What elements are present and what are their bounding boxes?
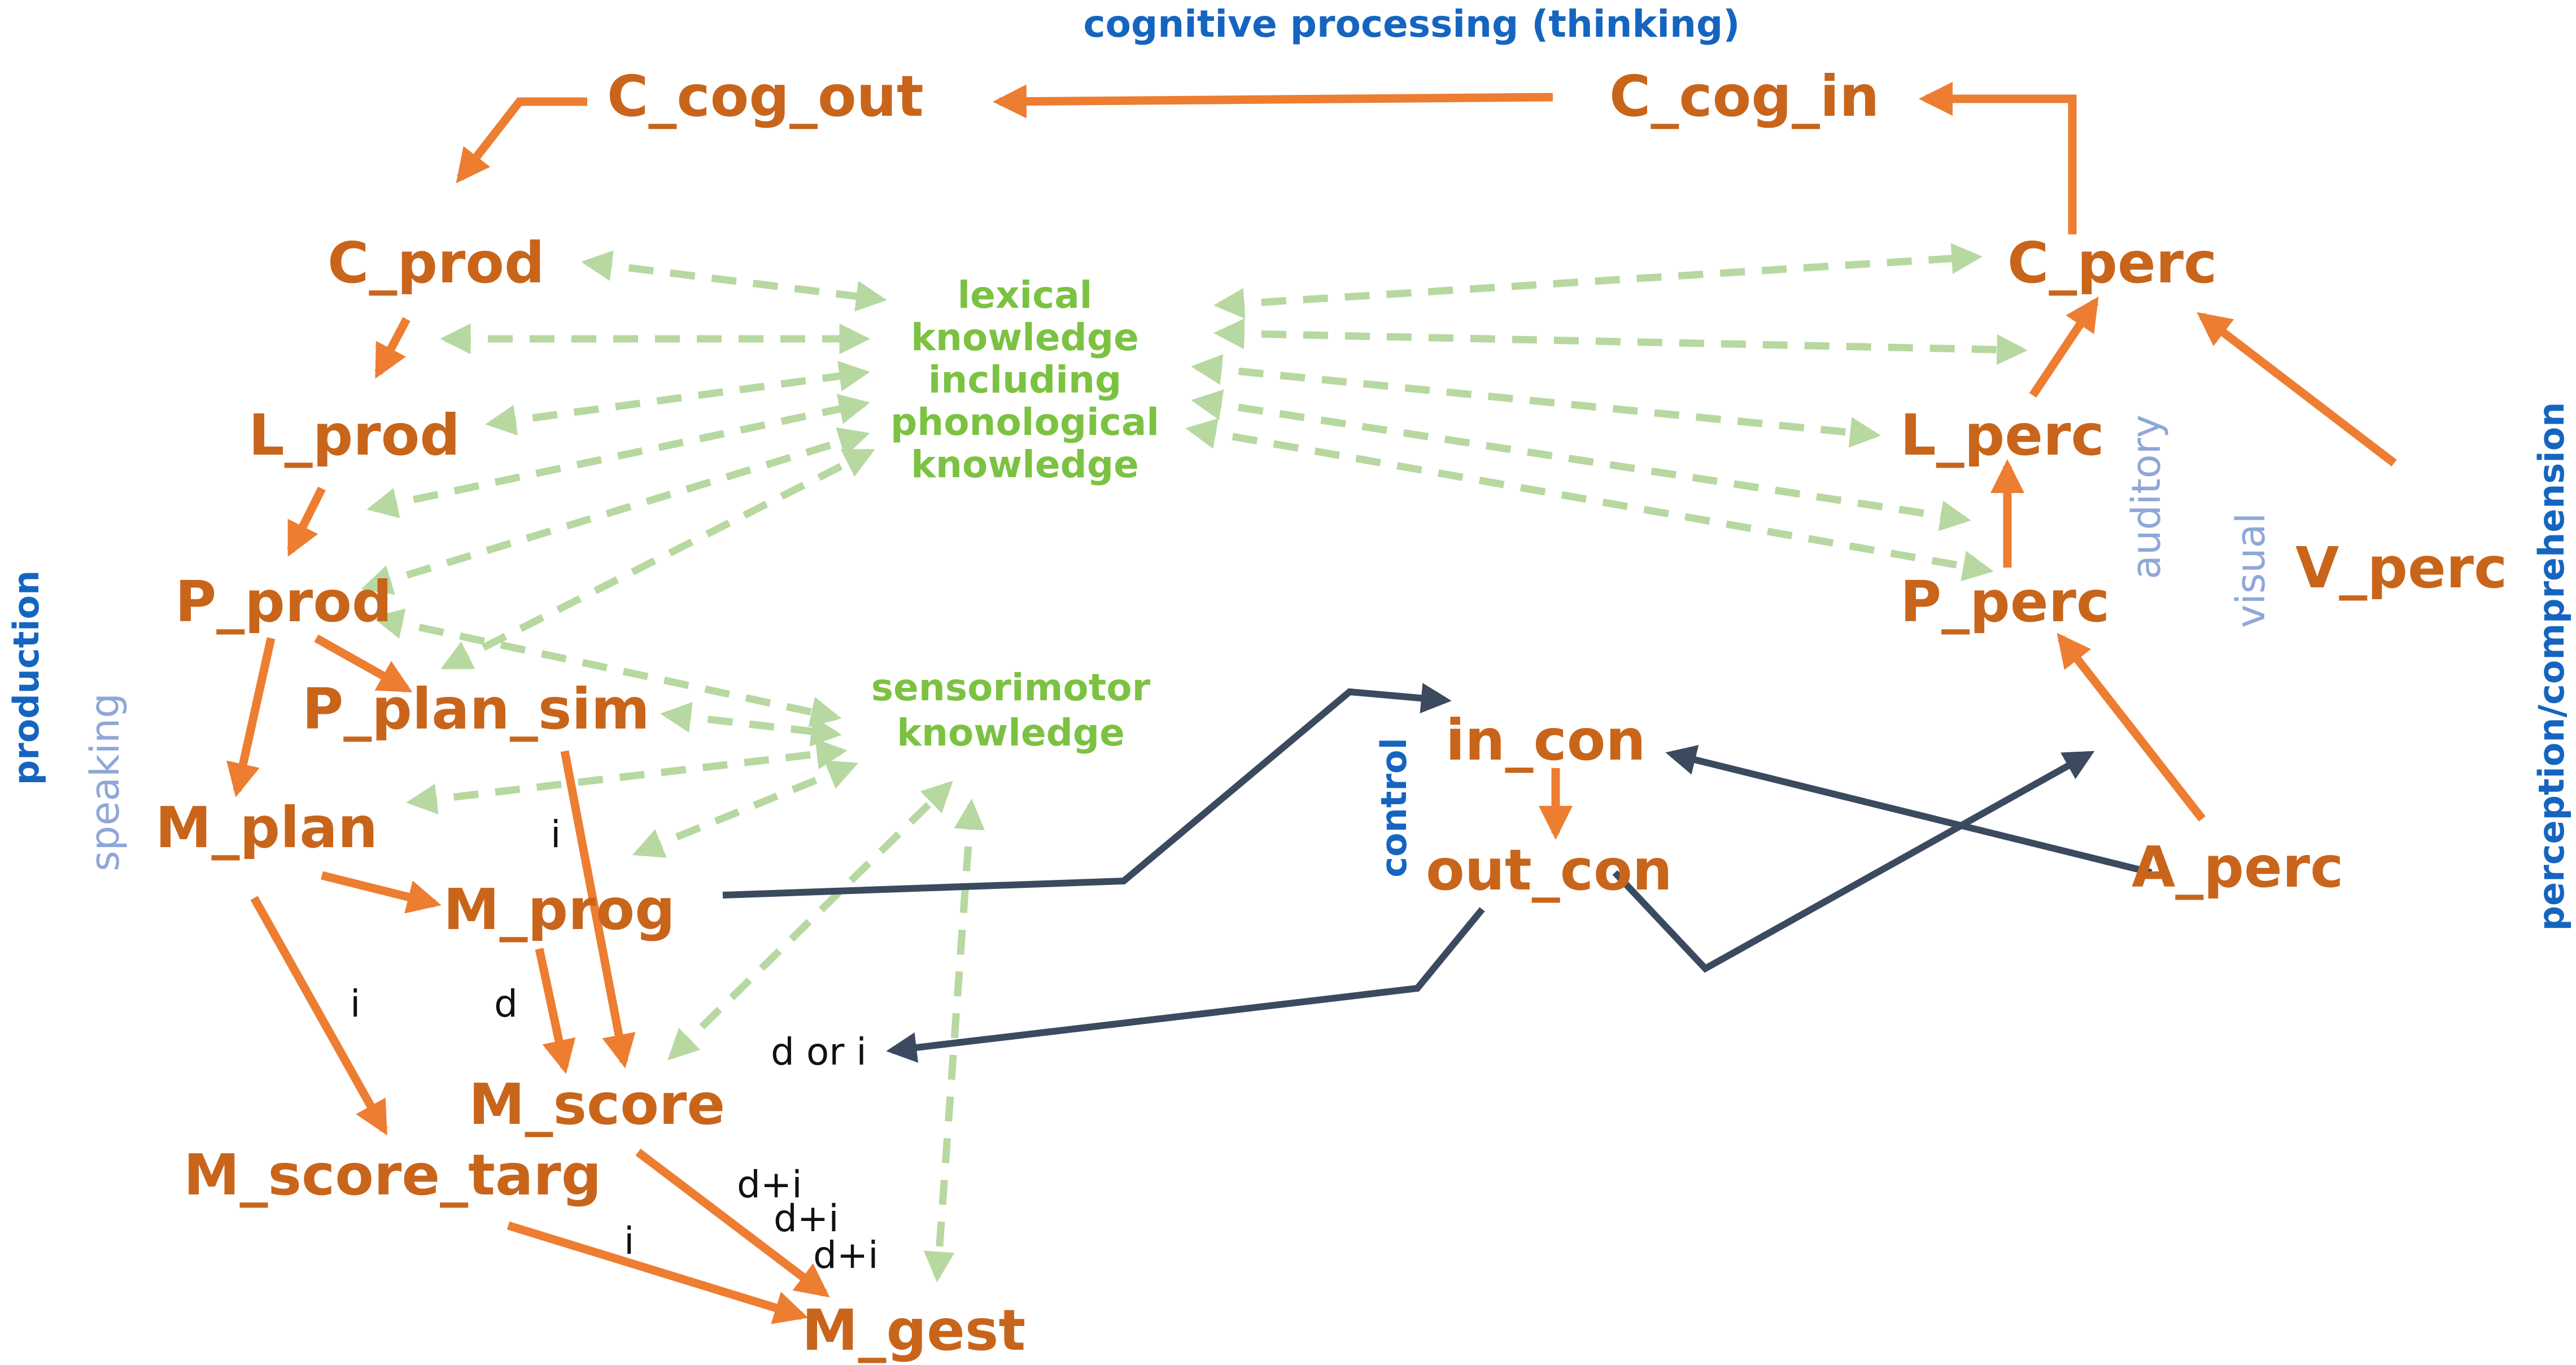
- node-l-perc: L_perc: [1900, 402, 2105, 468]
- node-p-perc: P_perc: [1900, 569, 2110, 635]
- node-m-prog: M_prog: [443, 876, 675, 943]
- node-c-prod: C_prod: [328, 230, 545, 296]
- node-m-gest: M_gest: [802, 1297, 1025, 1363]
- control-label: control: [1373, 738, 1414, 878]
- svg-text:knowledge: knowledge: [911, 316, 1139, 359]
- node-l-prod: L_prod: [248, 402, 460, 468]
- lexical-knowledge-label: lexical knowledge including phonological…: [890, 273, 1159, 486]
- edge-label-i-targ: i: [624, 1219, 634, 1263]
- auditory-label: auditory: [2123, 415, 2169, 579]
- edge-label-i-plan: i: [350, 982, 360, 1026]
- node-c-perc: C_perc: [2007, 230, 2217, 296]
- node-in-con: in_con: [1446, 707, 1646, 773]
- svg-text:knowledge: knowledge: [911, 443, 1139, 486]
- node-out-con: out_con: [1426, 837, 1673, 903]
- speaking-label: speaking: [82, 693, 128, 871]
- node-m-plan: M_plan: [155, 795, 378, 861]
- diagram-title: cognitive processing (thinking): [1084, 2, 1740, 46]
- perception-label: perception/comprehension: [2531, 402, 2572, 931]
- edge-label-d-prog: d: [494, 982, 518, 1026]
- node-p-plan-sim: P_plan_sim: [302, 676, 650, 742]
- edge-label-d-plus-i-3: d+i: [813, 1233, 879, 1277]
- nodes: C_cog_out C_cog_in C_prod L_prod P_prod …: [155, 63, 2507, 1363]
- svg-text:lexical: lexical: [958, 273, 1093, 317]
- visual-label: visual: [2228, 513, 2274, 628]
- edge-label-d-plus-i-1: d+i: [737, 1163, 802, 1206]
- edge-label-i-prog: i: [551, 813, 561, 856]
- edge-label-d-or-i: d or i: [771, 1030, 867, 1074]
- node-a-perc: A_perc: [2132, 834, 2343, 900]
- node-p-prod: P_prod: [175, 569, 392, 635]
- node-m-score: M_score: [469, 1071, 725, 1137]
- control-arrows: [722, 683, 2153, 1063]
- edge-labels: i i d d or i d+i d+i d+i i: [350, 813, 879, 1277]
- svg-text:sensorimotor: sensorimotor: [871, 666, 1151, 709]
- svg-text:knowledge: knowledge: [897, 711, 1125, 755]
- edge-label-d-plus-i-2: d+i: [774, 1197, 839, 1240]
- sensorimotor-knowledge-label: sensorimotor knowledge: [871, 666, 1151, 755]
- node-m-score-targ: M_score_targ: [184, 1142, 601, 1208]
- node-c-cog-out: C_cog_out: [607, 63, 924, 129]
- node-c-cog-in: C_cog_in: [1609, 63, 1879, 129]
- svg-text:phonological: phonological: [890, 400, 1159, 444]
- svg-text:including: including: [928, 358, 1121, 402]
- processing-arrows: [226, 82, 2397, 1324]
- node-v-perc: V_perc: [2295, 535, 2507, 601]
- knowledge-links: [361, 243, 2028, 1283]
- production-label: production: [6, 570, 47, 785]
